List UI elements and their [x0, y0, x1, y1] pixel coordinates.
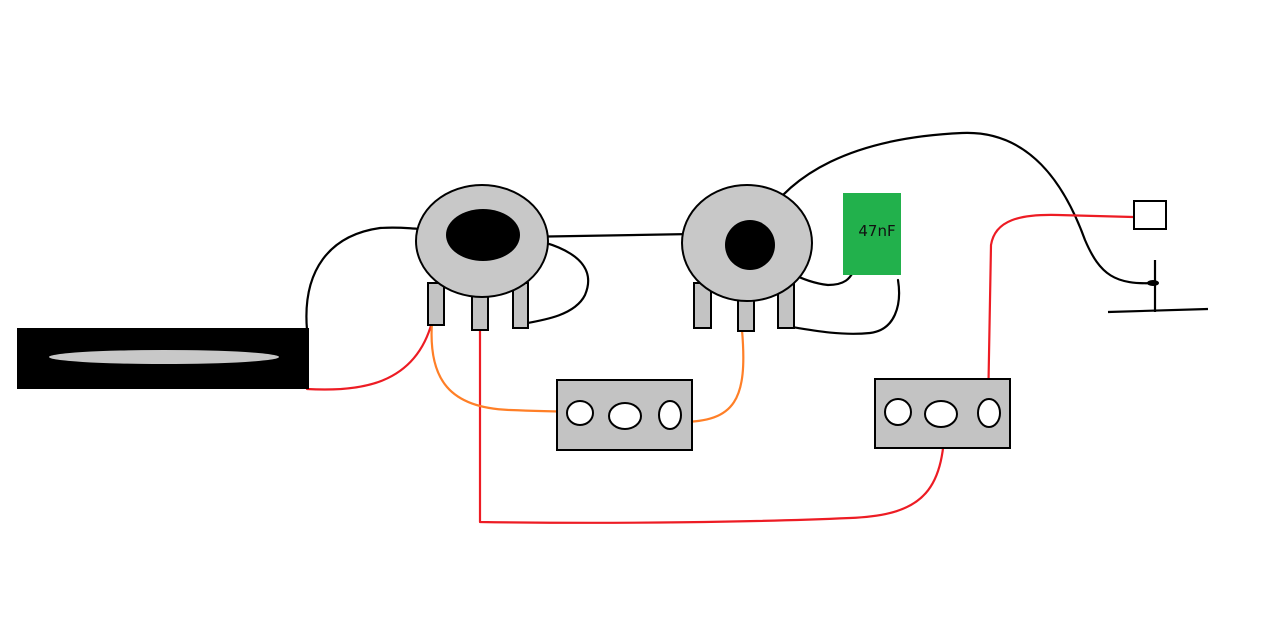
wire-pot-right-to-jack: [760, 131, 1157, 285]
switch-right: [874, 378, 1011, 449]
wire-switch-right-to-jack: [986, 213, 1135, 412]
pot-left-knob: [446, 209, 520, 261]
jack-tip-terminal: [1133, 200, 1167, 230]
switch-left-hole-3: [658, 400, 682, 430]
wire-pot-right-to-switch-left: [678, 328, 745, 424]
switch-left-hole-1: [566, 400, 594, 426]
capacitor-label: 47nF: [858, 222, 895, 240]
pickup-pole-bar: [49, 350, 279, 364]
wire-cap-to-pot-right-lug: [784, 278, 901, 335]
jack-solder-joint: [1147, 280, 1159, 286]
pot-right: [681, 184, 813, 332]
pot-right-knob: [725, 220, 775, 270]
wire-pot-left-to-switch-right: [478, 298, 947, 524]
switch-right-hole-3: [977, 398, 1001, 428]
jack-ground-bar: [1107, 307, 1209, 314]
capacitor: 47nF: [843, 193, 901, 275]
wire-pickup-hot: [305, 320, 434, 391]
pot-left-lug-1: [427, 282, 445, 326]
switch-left: [556, 379, 693, 451]
switch-left-hole-2: [608, 402, 642, 430]
pot-left: [415, 184, 549, 331]
switch-right-hole-1: [884, 398, 912, 426]
output-jack: [1107, 200, 1209, 314]
single-coil-pickup: [17, 328, 309, 389]
switch-right-hole-2: [924, 400, 958, 428]
